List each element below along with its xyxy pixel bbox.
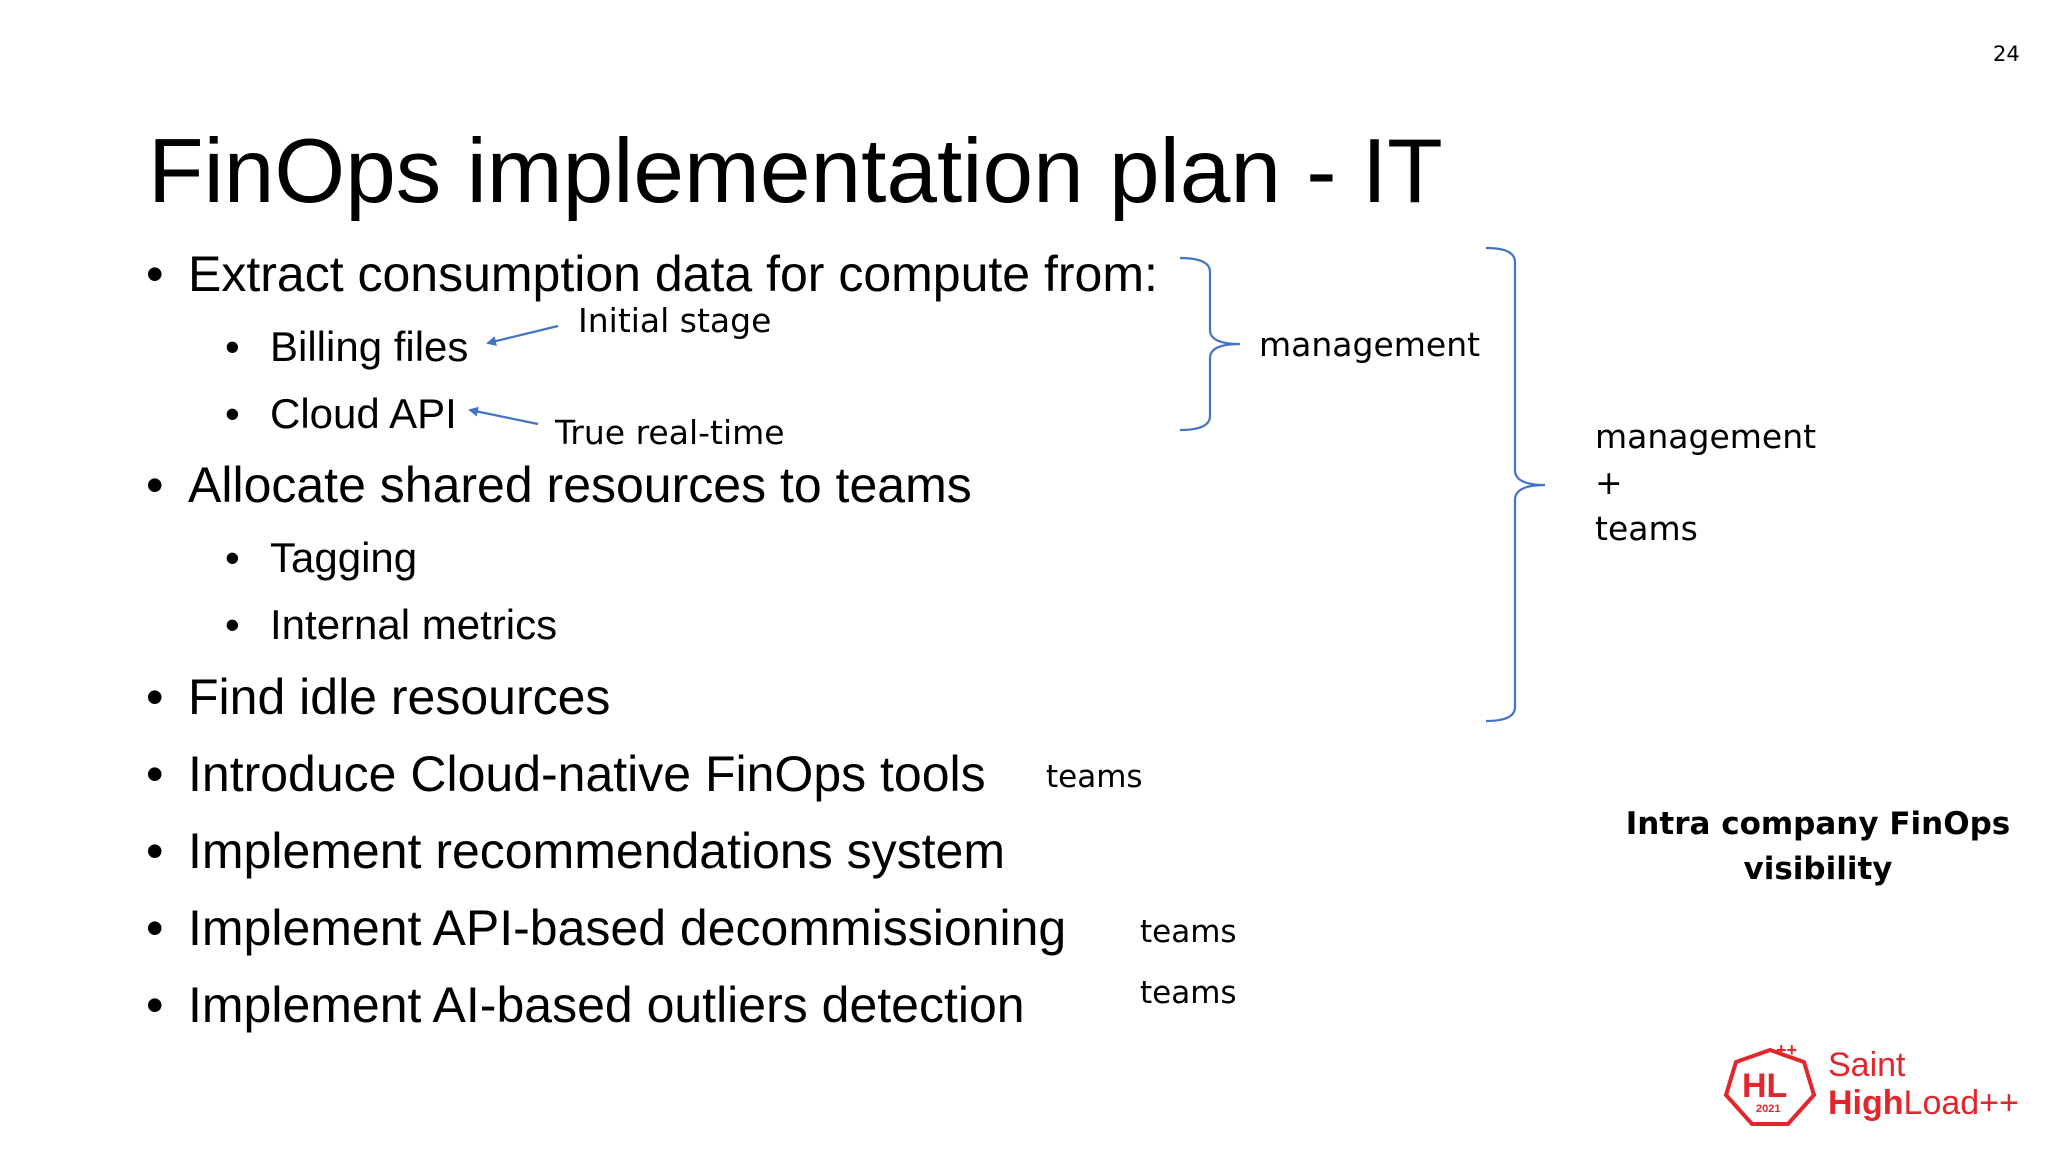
sub-bullet-item: • Cloud API [225, 390, 457, 437]
page-number: 24 [1993, 42, 2020, 66]
bullet-marker: • [225, 323, 240, 370]
visibility-callout-line2: visibility [1743, 850, 1893, 887]
slide-title: FinOps implementation plan - IT [148, 121, 1443, 222]
bullet-text: Internal metrics [270, 601, 558, 648]
bullet-text: Extract consumption data for compute fro… [188, 246, 1158, 302]
teams-note-outliers: teams [1140, 975, 1237, 1011]
sub-bullet-item: • Tagging [225, 534, 417, 581]
sub-bullet-item: • Internal metrics [225, 601, 557, 648]
bullet-text: Tagging [270, 534, 418, 581]
bullet-marker: • [225, 390, 240, 437]
hl-badge-plus: ++ [1776, 1040, 1798, 1060]
bullet-item: • Implement API-based decommissioning [146, 900, 1066, 956]
logo-name-line2: HighLoad++ [1828, 1086, 2019, 1120]
bullet-marker: • [146, 246, 164, 302]
sub-bullet-item: • Billing files [225, 323, 468, 370]
bullet-text: Implement AI-based outliers detection [188, 977, 1025, 1033]
bullet-text: Introduce Cloud-native FinOps tools [188, 746, 986, 802]
logo-name-line2-bold: High [1828, 1084, 1904, 1122]
brace-management [1179, 256, 1241, 432]
bullet-marker: • [225, 601, 240, 648]
bullet-text: Billing files [270, 323, 469, 370]
bullet-item: • Implement AI-based outliers detection [146, 977, 1025, 1033]
bullet-item: • Allocate shared resources to teams [146, 457, 972, 513]
bullet-item: • Implement recommendations system [146, 823, 1005, 879]
bullet-item: • Find idle resources [146, 669, 610, 725]
bullet-item: • Introduce Cloud-native FinOps tools [146, 746, 986, 802]
saint-highload-logo: ++ HL 2021 Saint HighLoad++ [1722, 1040, 2019, 1130]
bullet-text: Find idle resources [188, 669, 611, 725]
bullet-marker: • [146, 746, 164, 802]
bullet-marker: • [146, 457, 164, 513]
visibility-callout: Intra company FinOps visibility [1613, 802, 2023, 892]
bullet-marker: • [146, 900, 164, 956]
arrow-true-real-time [468, 406, 539, 426]
true-real-time-note: True real-time [555, 413, 785, 452]
bullet-text: Allocate shared resources to teams [188, 457, 972, 513]
hl-badge-text: HL [1742, 1067, 1788, 1105]
teams-note-tools: teams [1046, 759, 1143, 795]
management-note: management [1259, 325, 1481, 364]
hl-badge-year: 2021 [1756, 1103, 1781, 1115]
bullet-text: Implement recommendations system [188, 823, 1005, 879]
hl-badge-icon [1723, 1047, 1817, 1126]
teams-note-decommissioning: teams [1140, 914, 1237, 950]
bullet-text: Implement API-based decommissioning [188, 900, 1067, 956]
bullet-marker: • [146, 823, 164, 879]
management-teams-note-line3: teams [1595, 509, 1698, 548]
logo-name-line1: Saint [1828, 1046, 1906, 1084]
bullet-text: Cloud API [270, 390, 457, 437]
bullet-marker: • [225, 534, 240, 581]
management-teams-note-line2: + [1595, 463, 1623, 502]
bullet-item: • Extract consumption data for compute f… [146, 246, 1158, 302]
management-teams-note-line1: management [1595, 417, 1817, 456]
arrow-initial-stage [486, 324, 559, 346]
visibility-callout-line1: Intra company FinOps [1625, 806, 2011, 842]
bullet-marker: • [146, 669, 164, 725]
logo-name-line2-rest: Load++ [1903, 1084, 2019, 1122]
brace-management-teams [1485, 246, 1546, 723]
initial-stage-note: Initial stage [578, 301, 772, 340]
bullet-marker: • [146, 977, 164, 1033]
